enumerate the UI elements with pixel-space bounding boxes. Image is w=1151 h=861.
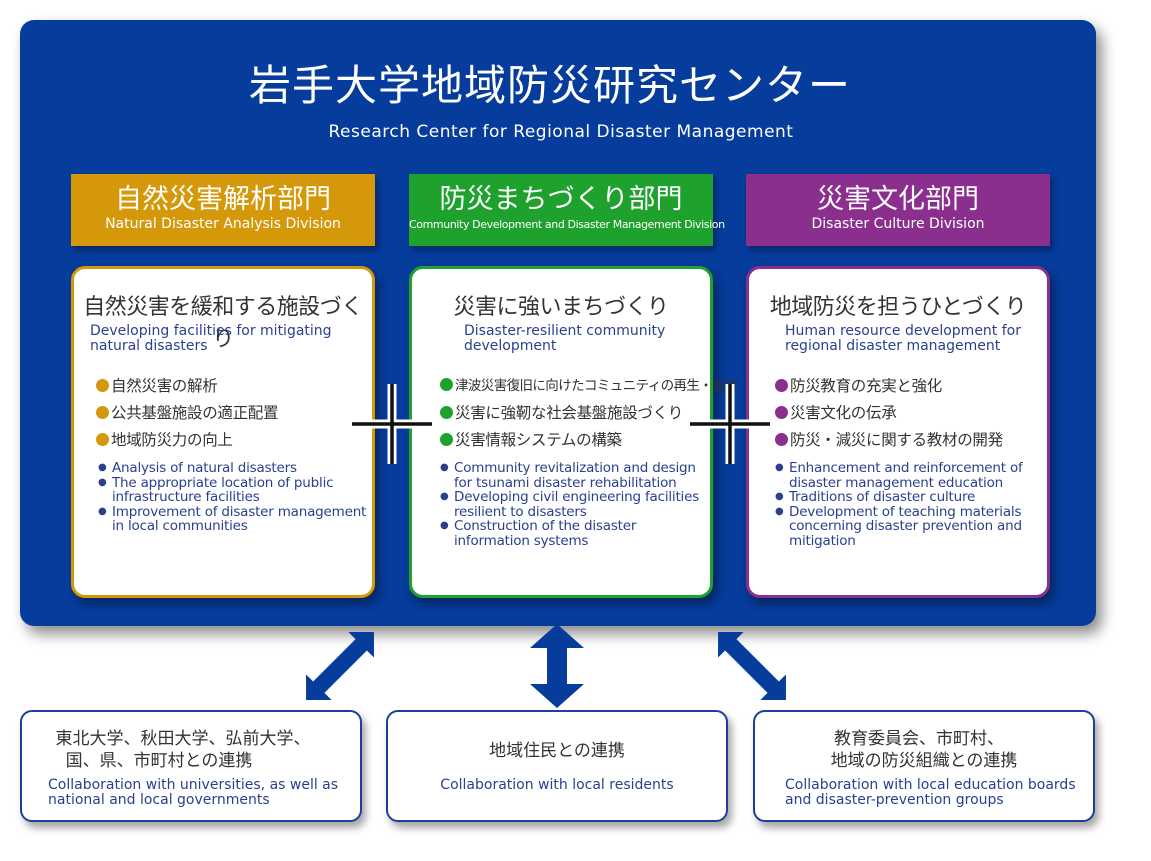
- card-focus-en: Disaster-resilient community development: [464, 323, 666, 354]
- list-item: 防災教育の充実と強化: [775, 375, 1057, 402]
- division-header-disaster-culture: 災害文化部門 Disaster Culture Division: [746, 174, 1050, 246]
- bullet-dot-icon: ●: [98, 505, 107, 517]
- center-title: 岩手大学地域防災研究センター: [248, 61, 851, 110]
- collab-jp-line2: 地域の防災組織との連携: [830, 751, 1018, 771]
- bullet-dot-icon: [775, 406, 788, 419]
- list-item: ●Improvement of disaster management in l…: [98, 503, 367, 534]
- center-subtitle: Research Center for Regional Disaster Ma…: [328, 122, 794, 142]
- collab-jp-line1: 東北大学、秋田大学、弘前大学、: [55, 729, 311, 749]
- plus-icon: [690, 384, 770, 464]
- double-headed-arrow-icon: [718, 632, 786, 700]
- list-item: 災害文化の伝承: [775, 402, 1057, 429]
- double-headed-arrow-icon: [306, 632, 374, 700]
- list-item: ●Community revitalization and design for…: [440, 460, 696, 491]
- division-card-natural-disaster: 自然災害を緩和する施設づくり Developing facilities for…: [71, 266, 375, 598]
- list-item: 地域防災力の向上: [96, 429, 378, 456]
- bullet-dot-icon: ●: [98, 476, 107, 488]
- bullet-dot-icon: ●: [440, 462, 449, 473]
- card-focus-jp: 地域防災を担うひとづくり: [769, 295, 1027, 320]
- bullet-dot-icon: [96, 433, 109, 446]
- activity-list-en: ●Community revitalization and design for…: [440, 461, 710, 548]
- bullet-dot-icon: [440, 406, 453, 419]
- division-name-en: Community Development and Disaster Manag…: [409, 218, 725, 231]
- list-item: ●Enhancement and reinforcement of disast…: [775, 460, 1023, 491]
- division-name-en: Natural Disaster Analysis Division: [105, 216, 341, 232]
- bullet-dot-icon: [96, 379, 109, 392]
- bullet-dot-icon: [775, 379, 788, 392]
- division-name-jp: 災害文化部門: [817, 184, 979, 215]
- plus-icon: [352, 384, 432, 464]
- bullet-dot-icon: [440, 378, 453, 391]
- activity-list-jp: 津波災害復旧に向けたコミュニティの再生・設計 災害に強靭な社会基盤施設づくり 災…: [440, 375, 739, 456]
- division-name-en: Disaster Culture Division: [811, 216, 985, 232]
- list-item: 災害に強靭な社会基盤施設づくり: [440, 402, 722, 429]
- list-item: ●Traditions of disaster culture: [775, 489, 976, 505]
- list-item: ●Development of teaching materials conce…: [775, 503, 1022, 549]
- list-item: 公共基盤施設の適正配置: [96, 402, 378, 429]
- bullet-dot-icon: [440, 433, 453, 446]
- collab-jp-line2: 国、県、市町村との連携: [65, 751, 253, 771]
- division-header-natural-disaster: 自然災害解析部門 Natural Disaster Analysis Divis…: [71, 174, 375, 246]
- division-name-jp: 自然災害解析部門: [115, 184, 331, 215]
- bullet-dot-icon: [775, 433, 788, 446]
- list-item: ●The appropriate location of public infr…: [98, 474, 334, 505]
- list-item: ●Construction of the disaster informatio…: [440, 518, 637, 549]
- collab-en: Collaboration with universities, as well…: [48, 777, 339, 808]
- card-focus-en: Developing facilities for mitigating nat…: [90, 323, 332, 354]
- list-item: ●Analysis of natural disasters: [98, 460, 297, 476]
- bullet-dot-icon: ●: [440, 520, 449, 531]
- bullet-dot-icon: ●: [775, 462, 784, 473]
- list-item: 津波災害復旧に向けたコミュニティの再生・設計: [440, 375, 739, 402]
- division-name-jp: 防災まちづくり部門: [439, 184, 683, 215]
- collab-en: Collaboration with local education board…: [785, 777, 1076, 808]
- card-focus-jp: 自然災害を緩和する施設づくり: [83, 295, 363, 352]
- bullet-dot-icon: ●: [775, 491, 784, 502]
- list-item: 自然災害の解析: [96, 375, 378, 402]
- activity-list-en: ●Enhancement and reinforcement of disast…: [775, 461, 1047, 548]
- bullet-dot-icon: [96, 406, 109, 419]
- card-focus-jp: 災害に強いまちづくり: [453, 295, 669, 320]
- list-item: 防災・減災に関する教材の開発: [775, 429, 1057, 456]
- list-item: ●Developing civil engineering facilities…: [440, 489, 700, 520]
- division-card-community-development: 災害に強いまちづくり Disaster-resilient community …: [409, 266, 739, 598]
- activity-list-jp: 防災教育の充実と強化 災害文化の伝承 防災・減災に関する教材の開発: [775, 375, 1057, 456]
- collab-en: Collaboration with local residents: [440, 777, 674, 793]
- list-item: 災害情報システムの構築: [440, 429, 722, 456]
- card-focus-en: Human resource development for regional …: [785, 323, 1021, 354]
- activity-list-en: ●Analysis of natural disasters ●The appr…: [98, 461, 374, 534]
- division-card-disaster-culture: 地域防災を担うひとづくり Human resource development …: [746, 266, 1050, 598]
- collaboration-box-universities-governments: 東北大学、秋田大学、弘前大学、 国、県、市町村との連携 Collaboratio…: [20, 710, 362, 822]
- double-headed-arrow-icon: [530, 624, 584, 708]
- bullet-dot-icon: ●: [98, 462, 107, 473]
- collab-jp-line1: 地域住民との連携: [489, 741, 625, 761]
- bullet-dot-icon: ●: [440, 491, 449, 502]
- collab-jp-line1: 教育委員会、市町村、: [834, 729, 1004, 749]
- activity-list-jp: 自然災害の解析 公共基盤施設の適正配置 地域防災力の向上: [96, 375, 378, 456]
- collaboration-box-local-residents: 地域住民との連携 Collaboration with local reside…: [386, 710, 728, 822]
- bullet-dot-icon: ●: [775, 505, 784, 517]
- collaboration-box-education-boards: 教育委員会、市町村、 地域の防災組織との連携 Collaboration wit…: [753, 710, 1095, 822]
- division-header-community-development: 防災まちづくり部門 Community Development and Disa…: [409, 174, 725, 246]
